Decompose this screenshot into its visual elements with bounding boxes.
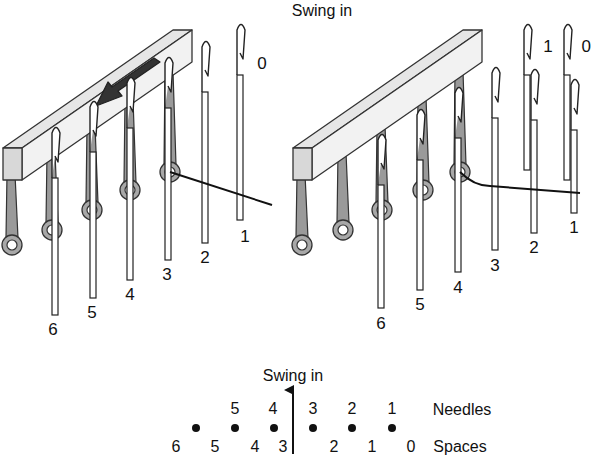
needle-number: 1 xyxy=(388,401,397,417)
space-number: 0 xyxy=(582,38,591,55)
panel-title: Swing in xyxy=(292,3,352,19)
space-number: 2 xyxy=(330,439,339,455)
needle xyxy=(202,42,210,244)
sinker xyxy=(2,174,22,255)
space-number: 5 xyxy=(415,296,424,313)
sinker-bar xyxy=(3,30,192,180)
space-number: 3 xyxy=(490,257,499,274)
space-number: 4 xyxy=(453,279,462,296)
needle xyxy=(378,135,386,309)
space-number: 2 xyxy=(200,249,209,266)
space-number: 1 xyxy=(569,219,578,236)
yarn xyxy=(170,172,272,205)
needle xyxy=(417,110,425,291)
space-number: 0 xyxy=(257,55,266,72)
row-label: Needles xyxy=(433,402,492,418)
yarn xyxy=(460,172,580,193)
space-number: 4 xyxy=(125,286,134,303)
needle xyxy=(531,70,539,234)
sinker xyxy=(292,174,312,255)
needle xyxy=(52,128,60,316)
space-number: 4 xyxy=(251,439,260,455)
space-number: 5 xyxy=(211,439,220,455)
sinker xyxy=(333,152,353,240)
swing-arrow xyxy=(292,390,294,454)
needle xyxy=(237,25,245,221)
space-number: 6 xyxy=(172,439,181,455)
sinker-bar xyxy=(293,30,482,180)
needle xyxy=(165,58,173,261)
needle xyxy=(455,88,463,273)
space-number: 5 xyxy=(87,304,96,321)
space-number: 0 xyxy=(407,439,416,455)
space-number: 1 xyxy=(368,439,377,455)
needle xyxy=(90,102,98,299)
needle-number: 2 xyxy=(348,401,357,417)
space-number: 6 xyxy=(376,315,385,332)
needle-number: 4 xyxy=(269,401,278,417)
needle xyxy=(492,68,500,251)
row-label: Spaces xyxy=(433,439,486,455)
needle-number: 5 xyxy=(231,401,240,417)
needle xyxy=(127,78,135,281)
space-number: 1 xyxy=(240,228,249,245)
space-number: 1 xyxy=(543,38,552,55)
needle-group xyxy=(52,25,579,316)
space-number: 3 xyxy=(162,266,171,283)
space-number: 2 xyxy=(529,239,538,256)
swing-label: Swing in xyxy=(263,368,323,384)
needle-number: 3 xyxy=(309,401,318,417)
space-number: 6 xyxy=(48,321,57,338)
space-number: 3 xyxy=(279,439,288,455)
